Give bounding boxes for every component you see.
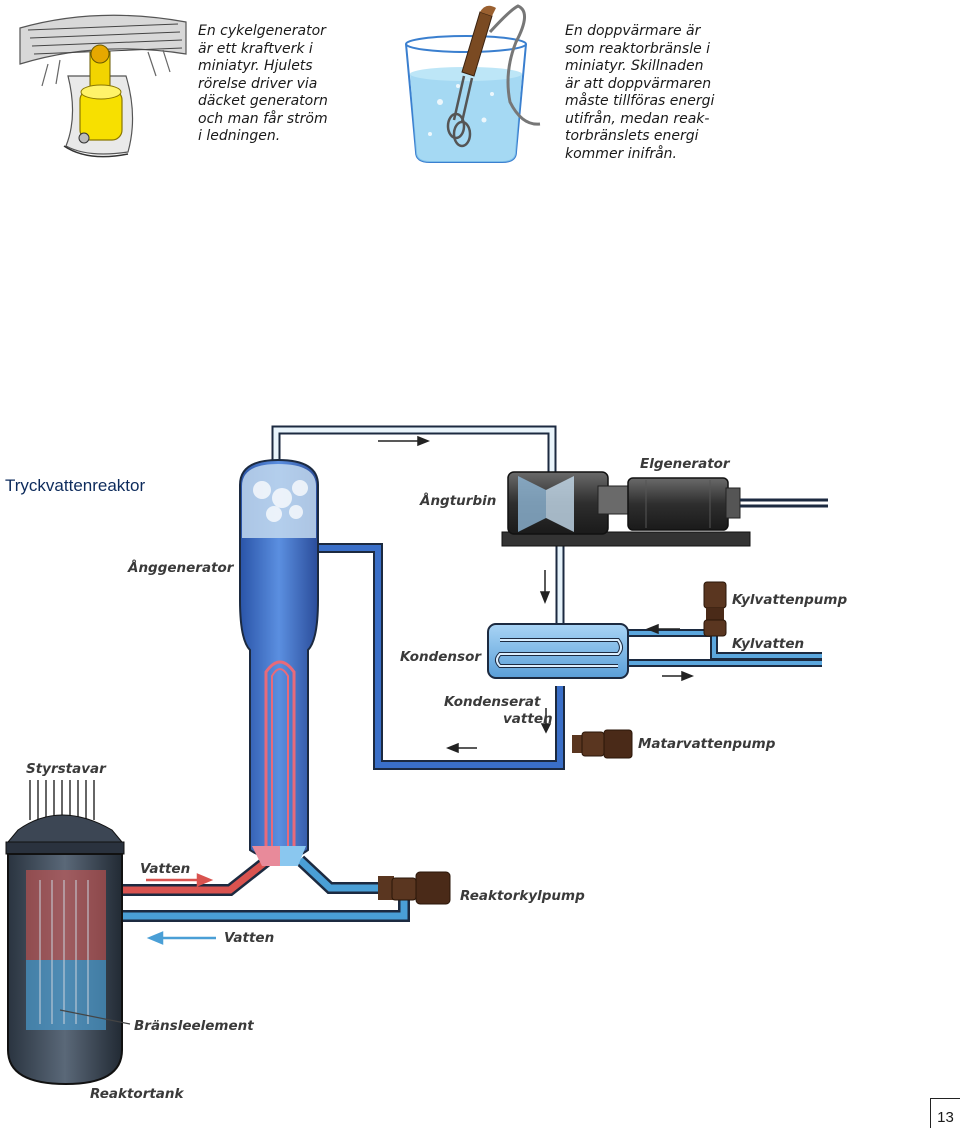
- caption-line: som reaktorbränsle i: [565, 40, 711, 57]
- cooling-water-pump: [703, 581, 727, 637]
- label-styrstavar: Styrstavar: [26, 761, 107, 777]
- caption-line: i ledningen.: [198, 128, 281, 144]
- caption-line: En cykelgenerator: [198, 23, 326, 39]
- bike-generator-illustration: [19, 14, 187, 158]
- caption-line: och man får ström: [198, 110, 328, 127]
- label-kylvattenpump: Kylvattenpump: [732, 592, 847, 608]
- caption-line: miniatyr. Skillnaden: [565, 58, 704, 74]
- label-kylvatten: Kylvatten: [732, 636, 804, 652]
- caption-line: är att doppvärmaren: [565, 75, 712, 92]
- label-matarvattenpump: Matarvattenpump: [638, 736, 776, 752]
- label-reaktorkylpump: Reaktorkylpump: [460, 888, 585, 904]
- caption-line: måste tillföras energi: [565, 93, 715, 109]
- caption-line: En doppvärmare är: [565, 23, 701, 39]
- label-vatten-in: Vatten: [140, 861, 190, 877]
- caption-line: miniatyr. Hjulets: [198, 58, 313, 74]
- caption-line: är ett kraftverk i: [198, 40, 313, 57]
- feedwater-pump: [572, 729, 633, 759]
- reactor-coolant-pump: [378, 871, 451, 905]
- label-angturbin: Ångturbin: [419, 492, 496, 509]
- section-title: Tryckvattenreaktor: [5, 476, 146, 495]
- label-vatten-condensate: vatten: [503, 711, 553, 727]
- immersion-heater-caption: En doppvärmare är som reaktorbränsle i m…: [565, 23, 714, 163]
- label-reaktortank: Reaktortank: [90, 1086, 185, 1102]
- bike-generator-caption: En cykelgenerator är ett kraftverk i min…: [198, 23, 328, 146]
- page-number: 13: [930, 1098, 960, 1128]
- caption-line: utifrån, medan reak-: [565, 110, 710, 127]
- label-bransleelement: Bränsleelement: [134, 1018, 254, 1034]
- caption-line: torbränslets energi: [565, 128, 699, 144]
- caption-line: kommer inifrån.: [565, 145, 678, 162]
- label-kondenserat: Kondenserat: [444, 694, 541, 710]
- immersion-heater-illustration: [405, 4, 541, 163]
- caption-line: däcket generatorn: [198, 93, 328, 109]
- label-kondensor: Kondensor: [400, 649, 482, 665]
- label-vatten-out: Vatten: [224, 930, 274, 946]
- pwr-diagram: Elgenerator Ångturbin Ånggenerator Kylva…: [5, 425, 847, 1102]
- label-elgenerator: Elgenerator: [640, 456, 731, 472]
- label-anggenerator: Ånggenerator: [127, 559, 235, 576]
- caption-line: rörelse driver via: [198, 75, 318, 92]
